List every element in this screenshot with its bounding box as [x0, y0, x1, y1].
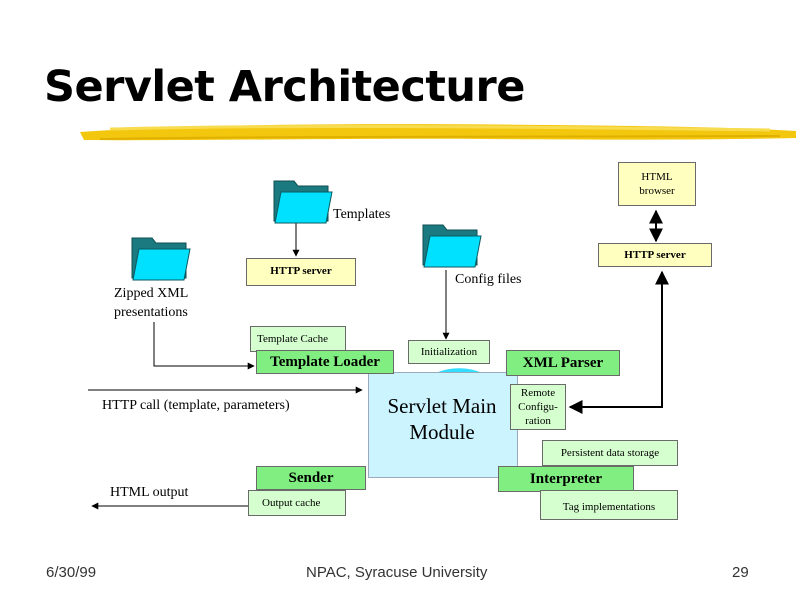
- config-files-folder-icon: [422, 224, 482, 268]
- config-files-label: Config files: [455, 272, 522, 287]
- initialization-box: Initialization: [408, 340, 490, 364]
- servlet-main-module-label: Servlet Main Module: [387, 394, 497, 444]
- footer-date: 6/30/99: [46, 564, 97, 581]
- zipped-xml-label: Zipped XML presentations: [114, 286, 188, 320]
- html-output-label: HTML output: [110, 485, 189, 500]
- footer-org: NPAC, Syracuse University: [306, 564, 488, 581]
- zipped-xml-folder-icon: [131, 237, 191, 281]
- template-loader-box: Template Loader: [256, 350, 394, 374]
- http-server-left-box: HTTP server: [246, 258, 356, 286]
- interpreter-box: Interpreter: [498, 466, 634, 492]
- html-browser-box: HTML browser: [618, 162, 696, 206]
- template-cache-box: Template Cache: [250, 326, 346, 352]
- slide-title: Servlet Architecture: [44, 62, 525, 112]
- http-server-right-box: HTTP server: [598, 243, 712, 267]
- templates-folder-icon: [273, 180, 333, 224]
- tag-implementations-box: Tag implementations: [540, 490, 678, 520]
- xml-parser-box: XML Parser: [506, 350, 620, 376]
- servlet-main-module-box: [368, 372, 518, 478]
- title-underline: [80, 124, 796, 141]
- sender-box: Sender: [256, 466, 366, 490]
- templates-label: Templates: [333, 207, 391, 222]
- http-call-label: HTTP call (template, parameters): [102, 398, 290, 413]
- output-cache-box: Output cache: [248, 490, 346, 516]
- persistent-data-storage-box: Persistent data storage: [542, 440, 678, 466]
- remote-configuration-box: Remote Configu- ration: [510, 384, 566, 430]
- footer-page-number: 29: [732, 564, 749, 581]
